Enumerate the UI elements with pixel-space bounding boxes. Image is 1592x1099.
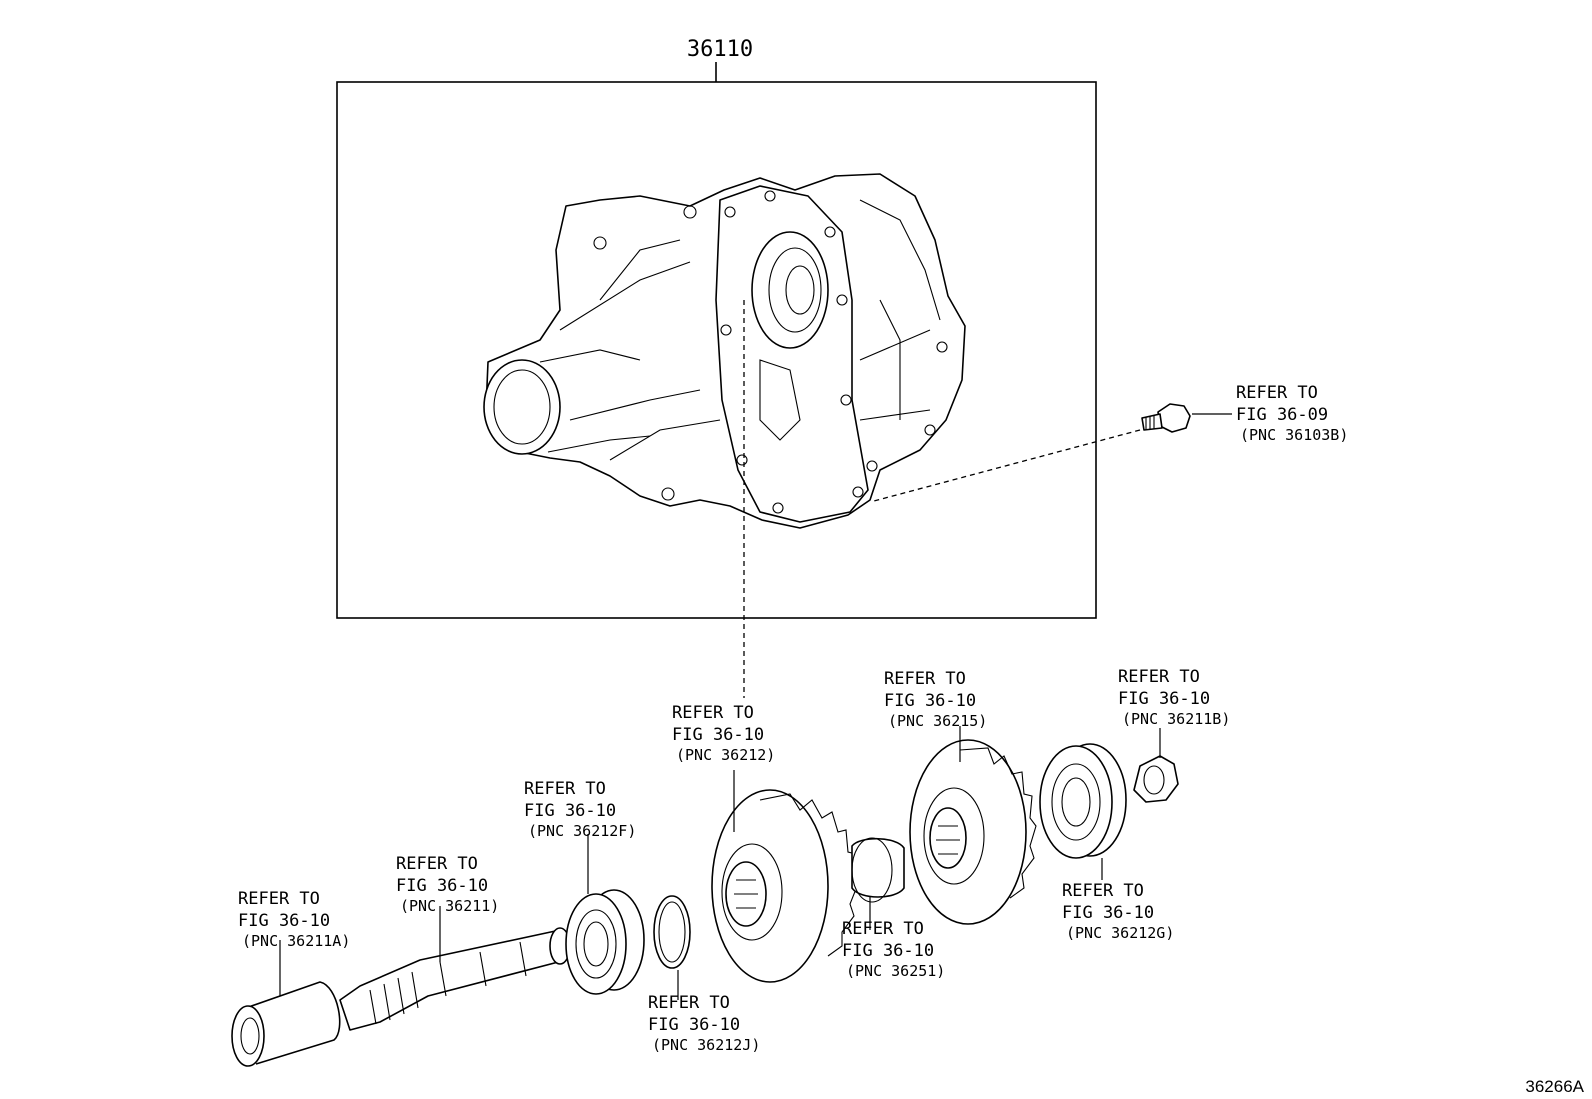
callout-line1: REFER TO xyxy=(1236,383,1318,403)
callout-line2: FIG 36-10 xyxy=(648,1015,740,1035)
bolt-dashed-leader xyxy=(873,429,1141,502)
callout-line1: REFER TO xyxy=(672,703,754,723)
callout-shaft: REFER TO FIG 36-10 (PNC 36211) xyxy=(396,854,499,915)
callout-line3: (PNC 36103B) xyxy=(1240,426,1348,444)
callout-bearing-b: REFER TO FIG 36-10 (PNC 36212G) xyxy=(1062,881,1174,942)
callout-line3: (PNC 36215) xyxy=(888,712,987,730)
callout-bolt: REFER TO FIG 36-09 (PNC 36103B) xyxy=(1236,383,1348,444)
callout-line3: (PNC 36212) xyxy=(676,746,775,764)
main-part-number: 36110 xyxy=(687,37,753,62)
callout-line2: FIG 36-10 xyxy=(884,691,976,711)
callout-line2: FIG 36-10 xyxy=(1118,689,1210,709)
callout-line1: REFER TO xyxy=(1118,667,1200,687)
bolt-part xyxy=(1141,403,1191,433)
output-shaft-part xyxy=(339,927,571,1031)
callout-line2: FIG 36-10 xyxy=(524,801,616,821)
callout-line2: FIG 36-10 xyxy=(396,876,488,896)
callout-line3: (PNC 36251) xyxy=(846,962,945,980)
callout-gear-1: REFER TO FIG 36-10 (PNC 36212) xyxy=(672,703,775,764)
callout-line3: (PNC 36212J) xyxy=(652,1036,760,1054)
nut-part xyxy=(1133,755,1179,803)
callout-line3: (PNC 36211) xyxy=(400,897,499,915)
callout-line1: REFER TO xyxy=(648,993,730,1013)
sleeve-part xyxy=(231,981,341,1067)
callout-bearing-a: REFER TO FIG 36-10 (PNC 36212F) xyxy=(524,779,636,840)
callout-line3: (PNC 36212F) xyxy=(528,822,636,840)
gear-2-part xyxy=(909,739,1037,925)
spacer-part xyxy=(851,837,905,903)
callout-line1: REFER TO xyxy=(884,669,966,689)
callout-nut: REFER TO FIG 36-10 (PNC 36211B) xyxy=(1118,667,1230,728)
callout-sleeve: REFER TO FIG 36-10 (PNC 36211A) xyxy=(238,889,350,950)
bearing-a-part xyxy=(565,889,645,995)
gear-1-part xyxy=(711,789,859,983)
callout-line1: REFER TO xyxy=(842,919,924,939)
callout-line2: FIG 36-10 xyxy=(672,725,764,745)
assembly-box xyxy=(336,81,1097,619)
transfer-case-housing xyxy=(483,173,966,529)
callout-line2: FIG 36-09 xyxy=(1236,405,1328,425)
callout-line2: FIG 36-10 xyxy=(842,941,934,961)
callout-line2: FIG 36-10 xyxy=(238,911,330,931)
callout-line1: REFER TO xyxy=(1062,881,1144,901)
callout-line1: REFER TO xyxy=(396,854,478,874)
callout-line3: (PNC 36211B) xyxy=(1122,710,1230,728)
callout-snap-ring: REFER TO FIG 36-10 (PNC 36212J) xyxy=(648,993,760,1054)
callout-line2: FIG 36-10 xyxy=(1062,903,1154,923)
snap-ring-part xyxy=(653,895,691,969)
callout-line3: (PNC 36212G) xyxy=(1066,924,1174,942)
bearing-b-part xyxy=(1039,743,1127,859)
callout-line1: REFER TO xyxy=(524,779,606,799)
figure-id: 36266A xyxy=(1525,1077,1584,1096)
callout-spacer: REFER TO FIG 36-10 (PNC 36251) xyxy=(842,919,945,980)
callout-line1: REFER TO xyxy=(238,889,320,909)
callout-line3: (PNC 36211A) xyxy=(242,932,350,950)
callout-gear-2: REFER TO FIG 36-10 (PNC 36215) xyxy=(884,669,987,730)
